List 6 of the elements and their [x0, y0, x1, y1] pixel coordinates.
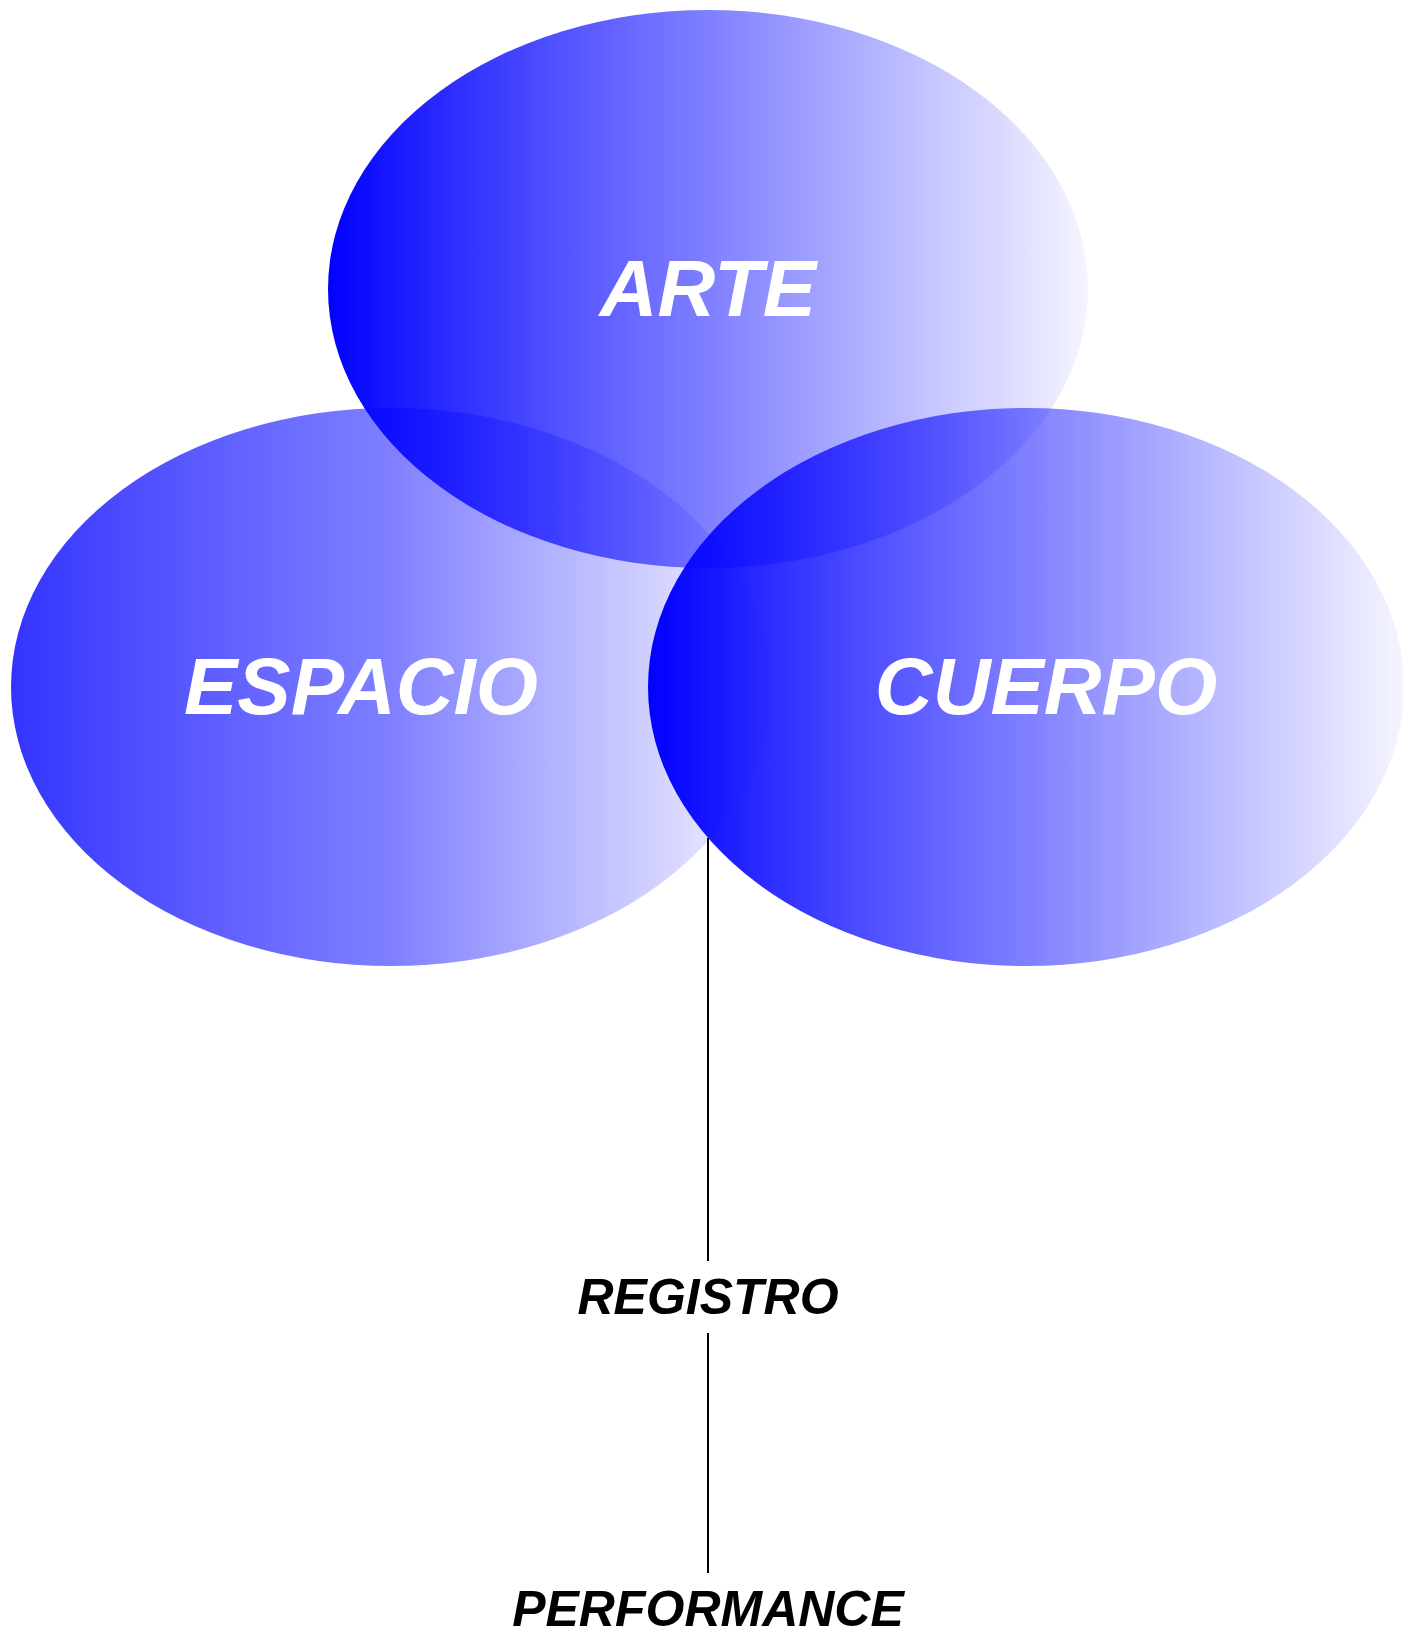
term-label: PERFORMANCE: [493, 1579, 923, 1633]
ellipse-label: CUERPO: [874, 641, 1218, 733]
term-label: REGISTRO: [563, 1267, 853, 1327]
connector-line: [707, 1332, 709, 1574]
ellipse-label: ESPACIO: [183, 641, 539, 733]
ellipse-label: ARTE: [599, 243, 817, 335]
